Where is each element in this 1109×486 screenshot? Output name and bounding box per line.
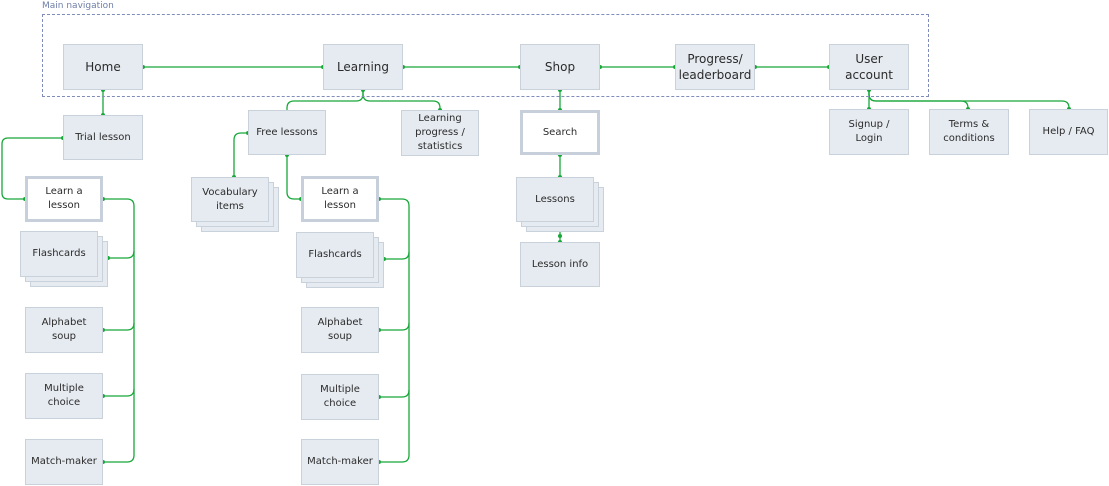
node-home-flashcards: Flashcards	[20, 231, 98, 277]
node-help-faq: Help / FAQ	[1029, 109, 1108, 155]
node-learning-match-maker: Match-maker	[301, 439, 379, 485]
node-vocabulary-items: Vocabulary items	[191, 177, 269, 222]
node-learning-progress: Learning progress / statistics	[401, 110, 479, 156]
node-lessons: Lessons	[516, 177, 594, 222]
node-learning: Learning	[323, 44, 403, 90]
node-home-multiple-choice: Multiple choice	[25, 373, 103, 419]
node-signup-login: Signup / Login	[829, 109, 909, 155]
main-navigation-label: Main navigation	[42, 1, 114, 11]
node-learning-flashcards: Flashcards	[296, 232, 374, 278]
main-navigation-frame	[42, 14, 929, 97]
node-search: Search	[520, 110, 600, 155]
node-home: Home	[63, 44, 143, 90]
node-progress-leaderboard: Progress/ leaderboard	[675, 44, 755, 90]
node-lesson-info: Lesson info	[520, 242, 600, 287]
node-home-match-maker: Match-maker	[25, 439, 103, 485]
node-free-lessons: Free lessons	[248, 110, 326, 155]
node-learning-learn-a-lesson: Learn a lesson	[301, 176, 379, 222]
node-learning-multiple-choice: Multiple choice	[301, 374, 379, 420]
node-user-account: User account	[829, 44, 909, 90]
node-home-learn-a-lesson: Learn a lesson	[25, 176, 103, 222]
node-trial-lesson: Trial lesson	[63, 115, 143, 160]
node-home-alphabet-soup: Alphabet soup	[25, 307, 103, 353]
node-terms-conditions: Terms & conditions	[929, 109, 1009, 155]
node-learning-alphabet-soup: Alphabet soup	[301, 307, 379, 353]
node-shop: Shop	[520, 44, 600, 90]
